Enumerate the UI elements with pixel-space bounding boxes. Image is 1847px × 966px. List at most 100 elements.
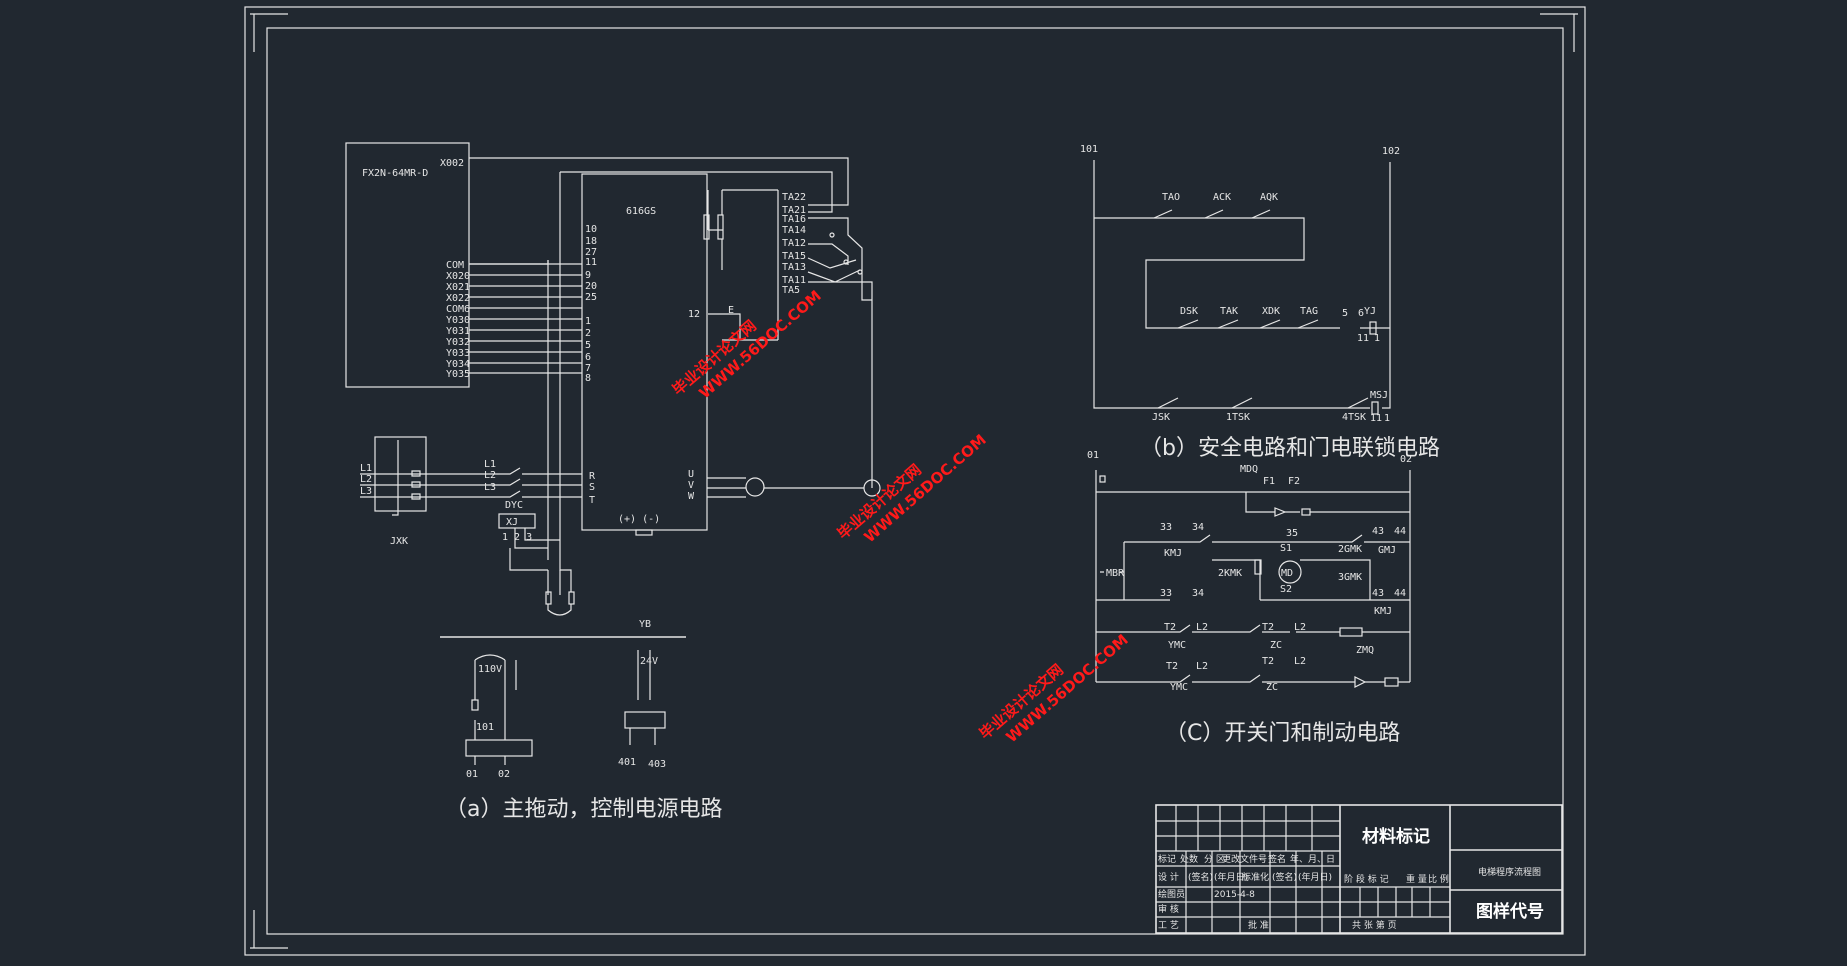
fuse-f2: F2: [1288, 476, 1300, 487]
drive-power-0: R: [589, 471, 596, 482]
watermark-3: 毕业设计论文网 WWW.56DOC.COM: [976, 631, 1132, 747]
mains-left-0: L1: [360, 463, 372, 474]
tb-header-1: 处数: [1180, 853, 1198, 865]
draw-date: 2015-4-8: [1214, 890, 1255, 900]
zc-row2: ZC: [1266, 682, 1278, 693]
material-mark: 材料标记: [1362, 826, 1430, 847]
drive-left-terminal-3: 11: [585, 257, 597, 268]
drive-left-terminal-11: 7: [585, 363, 591, 374]
plc-pin-7: Y032: [446, 337, 470, 348]
door-brake-circuit: 01 02 MDQ F1 F2 33 34 35 43 44 KMJ GMJ M…: [1087, 450, 1412, 693]
plc-model: FX2N-64MR-D: [362, 168, 428, 179]
safety-row3-0: JSK: [1152, 412, 1170, 423]
node-102: 102: [1382, 146, 1400, 157]
node-101: 101: [1080, 144, 1098, 155]
n33-mid: 33: [1160, 588, 1172, 599]
n33-top: 33: [1160, 522, 1172, 533]
process-row: 工 艺: [1158, 920, 1179, 931]
drive-right-terminal-1: TA21: [782, 205, 806, 216]
drive-left-terminal-9: 5: [585, 340, 591, 351]
door-motor: [1278, 560, 1302, 584]
t2-row2: T2: [1166, 661, 1178, 672]
mbr-label: MBR: [1106, 568, 1125, 579]
drive-left-terminal-4: 9: [585, 270, 591, 281]
drive-dc-terminals: (+) (-): [618, 514, 660, 525]
drawing-name: 电梯程序流程图: [1478, 866, 1541, 878]
msj-label: MSJ: [1370, 390, 1388, 401]
review-row: 审 核: [1158, 903, 1179, 915]
n43-mid: 43: [1372, 588, 1384, 599]
tb-header-0: 标记: [1158, 853, 1176, 865]
plc-pin-1: X020: [446, 271, 470, 282]
drive-right-terminal-6: TA13: [782, 262, 806, 273]
weight-header: 重 量: [1406, 873, 1427, 885]
plc-pin-4: COM6: [446, 304, 470, 315]
fuse-f1: F1: [1263, 476, 1275, 487]
k2gmk-label: 2GMK: [1338, 544, 1362, 555]
drive-right-terminal-8: TA5: [782, 285, 800, 296]
t2-row1b: T2: [1262, 622, 1274, 633]
caption-c: （C）开关门和制动电路: [1165, 721, 1400, 746]
safety-row1-1: ACK: [1213, 192, 1231, 203]
drive-right-terminal-4: TA12: [782, 238, 806, 249]
tb-header-3: 更改文件号: [1222, 853, 1267, 865]
drive-output-terminals: UVW: [688, 469, 695, 502]
msj-num-11: 11: [1370, 413, 1382, 424]
safety-row2-1: TAK: [1220, 306, 1238, 317]
drive-left-terminal-12: 8: [585, 373, 591, 384]
zc-row1: ZC: [1270, 640, 1282, 651]
drive-output-2: W: [688, 491, 695, 502]
kmj-mid: KMJ: [1374, 606, 1392, 617]
drive-power-terminals: RST: [589, 471, 596, 506]
drive-output-0: U: [688, 469, 694, 480]
drive-right-terminal-3: TA14: [782, 225, 806, 236]
watermark-2: 毕业设计论文网 WWW.56DOC.COM: [834, 431, 990, 547]
mains-left-2: L3: [360, 486, 372, 497]
n35-label: 35: [1286, 528, 1298, 539]
yj-num-5: 5: [1342, 308, 1348, 319]
kmj-top: KMJ: [1164, 548, 1182, 559]
n44-top: 44: [1394, 526, 1406, 537]
tb-design-2: (年月日): [1214, 871, 1248, 883]
mains-mid-0: L1: [484, 459, 496, 470]
outer-frame: [244, 6, 1586, 956]
yb-label: YB: [639, 619, 651, 630]
drive-left-terminal-5: 20: [585, 281, 597, 292]
v110-label: 110V: [478, 664, 502, 675]
plc-pin-8: Y033: [446, 348, 470, 359]
drive-left-terminal-6: 25: [585, 292, 597, 303]
drive-left-terminal-0: 10: [585, 224, 597, 235]
tb-design-3: 标准化: [1242, 871, 1269, 883]
ymc-row1: YMC: [1168, 640, 1186, 651]
safety-row2-0: DSK: [1180, 306, 1198, 317]
drive-left-terminal-10: 6: [585, 352, 591, 363]
tb-design-0: 设 计: [1158, 871, 1179, 883]
l2-row2b: L2: [1294, 656, 1306, 667]
l2-row1b: L2: [1294, 622, 1306, 633]
plc-pin-labels: COMX020X021X022COM6Y030Y031Y032Y033Y034Y…: [446, 260, 470, 380]
breaker-label: JXK: [390, 536, 408, 547]
drive-right-terminal-7: TA11: [782, 275, 806, 286]
rectifier-right: [624, 711, 666, 729]
relay-xj: [498, 513, 536, 529]
drive-right-terminal-5: TA15: [782, 251, 806, 262]
tb-design-1: (签名): [1188, 871, 1213, 883]
n101-label: 101: [476, 722, 494, 733]
drive-right-terminal-0: TA22: [782, 192, 806, 203]
n02-label: 02: [498, 769, 510, 780]
caption-a: （a）主拖动，控制电源电路: [445, 797, 722, 822]
tb-design-5: (年月日): [1298, 871, 1332, 883]
n403-label: 403: [648, 759, 666, 770]
plc-box: [345, 142, 470, 388]
drive-output-1: V: [688, 480, 694, 491]
mains-left-1: L2: [360, 474, 372, 485]
watermark-1: 毕业设计论文网 WWW.56DOC.COM: [669, 287, 825, 403]
k3gmk-label: 3GMK: [1338, 572, 1362, 583]
sheet-count: 共 张 第 页: [1352, 919, 1397, 931]
mains-mid-1: L2: [484, 470, 496, 481]
safety-row3-1: 1TSK: [1226, 412, 1250, 423]
yj-num-6: 6: [1358, 308, 1364, 319]
